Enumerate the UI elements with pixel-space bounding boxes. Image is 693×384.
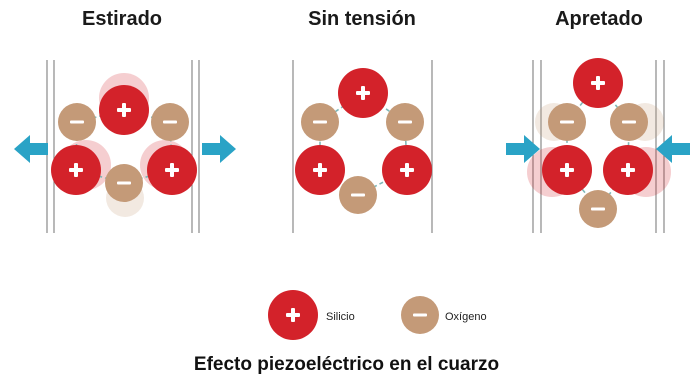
legend-silicon-icon: [268, 290, 318, 340]
panel-squeezed: [506, 58, 690, 233]
legend: [268, 290, 439, 340]
panel-stretched: [14, 60, 236, 233]
silicon-atom: [573, 58, 623, 108]
panel-title-squeezed: Apretado: [555, 8, 643, 30]
silicon-atom: [295, 145, 345, 195]
oxygen-atom: [610, 103, 648, 141]
oxygen-atom: [579, 190, 617, 228]
oxygen-atom: [339, 176, 377, 214]
oxygen-atom: [151, 103, 189, 141]
panel-title-unstrained: Sin tensión: [308, 8, 416, 30]
legend-label-oxygen: Oxígeno: [445, 311, 487, 323]
force-arrow-left: [506, 135, 540, 163]
silicon-atom: [99, 85, 149, 135]
force-arrow-right: [202, 135, 236, 163]
oxygen-atom: [105, 164, 143, 202]
oxygen-atom: [386, 103, 424, 141]
legend-oxygen-icon: [401, 296, 439, 334]
panel-title-stretched: Estirado: [81, 8, 163, 30]
silicon-atom: [542, 145, 592, 195]
silicon-atom: [338, 68, 388, 118]
legend-label-silicon: Silicio: [326, 311, 355, 323]
panel-unstrained: [292, 60, 433, 233]
silicon-atom: [51, 145, 101, 195]
oxygen-atom: [301, 103, 339, 141]
force-arrow-left: [14, 135, 48, 163]
force-arrow-right: [656, 135, 690, 163]
oxygen-atom: [548, 103, 586, 141]
diagram-caption: Efecto piezoeléctrico en el cuarzo: [193, 354, 500, 375]
silicon-atom: [382, 145, 432, 195]
silicon-atom: [603, 145, 653, 195]
silicon-atom: [147, 145, 197, 195]
oxygen-atom: [58, 103, 96, 141]
